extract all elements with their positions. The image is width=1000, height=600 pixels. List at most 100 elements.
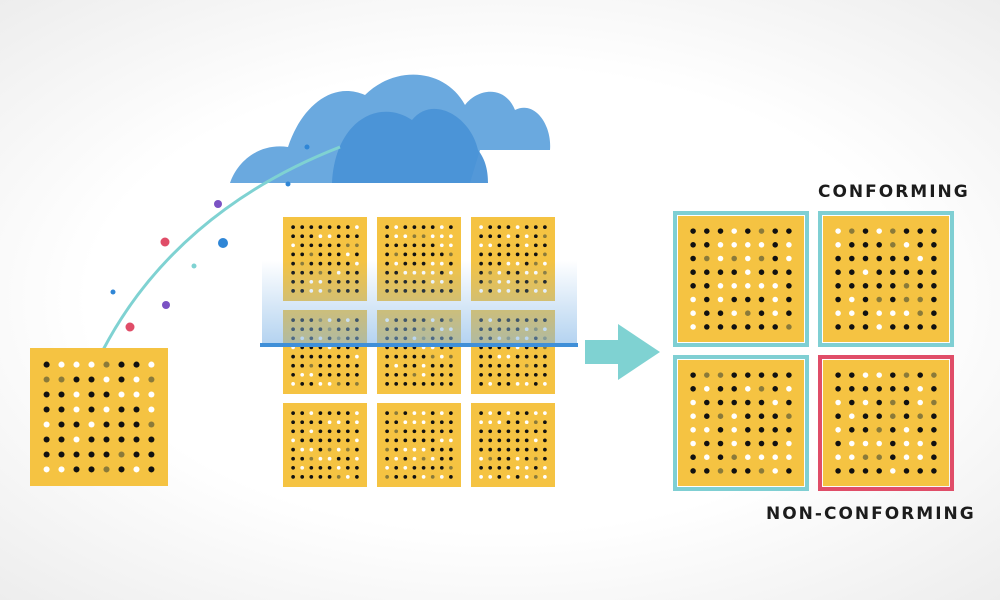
matrix-dot [876,399,882,406]
matrix-dot [355,438,359,443]
matrix-dot [430,363,435,368]
matrix-dot [300,475,305,479]
matrix-dot [449,363,453,368]
matrix-dot [497,420,502,425]
matrix-dot [758,413,765,419]
matrix-dot [862,454,869,460]
matrix-dot [403,225,408,229]
matrix-dot [336,372,341,377]
matrix-dot [849,440,855,447]
matrix-dot [849,269,855,275]
matrix-dot [903,413,910,419]
matrix-dot [917,468,923,474]
matrix-dot [717,296,724,303]
matrix-dot [835,427,841,433]
matrix-dot [345,252,350,257]
matrix-dot [731,468,737,474]
matrix-dot [412,234,417,239]
matrix-dot [515,420,520,425]
matrix-dot [497,354,502,359]
matrix-dot [917,296,923,303]
matrix-dot [327,363,332,368]
matrix-dot [524,243,529,248]
matrix-dot [479,456,483,461]
matrix-dot [403,456,408,461]
matrix-dot [731,269,737,275]
matrix-dot [717,454,724,460]
matrix-dot [488,447,493,452]
conforming-tile-1 [673,211,809,347]
matrix-dot [690,269,696,275]
matrix-dot [421,225,426,229]
matrix-dot [488,234,493,239]
matrix-dot [103,391,110,398]
matrix-dot [903,372,910,378]
matrix-dot [533,382,538,386]
matrix-dot [148,436,155,443]
matrix-dot [355,382,359,386]
matrix-dot [543,475,547,479]
matrix-dot [758,468,765,474]
matrix-dot [890,413,896,419]
matrix-dot [533,234,538,239]
matrix-dot [835,440,841,447]
cloud-front-lobe [332,108,488,183]
matrix-dot [488,252,493,257]
matrix-dot [385,234,389,239]
matrix-dot [890,468,896,474]
matrix-dot [439,456,444,461]
matrix-dot [745,468,751,474]
scanner [260,260,578,347]
matrix-dot [73,436,80,443]
matrix-dot [403,363,408,368]
grid-tile-9 [471,403,555,487]
matrix-dot [704,386,710,392]
matrix-dot [488,354,493,359]
matrix-dot [849,399,855,406]
matrix-dot [903,454,910,460]
matrix-dot [890,242,896,248]
matrix-dot [533,411,538,415]
matrix-dot [403,475,408,479]
matrix-dot [917,269,923,275]
matrix-dot [745,427,751,433]
matrix-dot [690,399,696,406]
matrix-dot [758,228,765,234]
matrix-dot [717,399,724,406]
matrix-dot [533,225,538,229]
data-particle [125,322,135,332]
matrix-dot [890,440,896,447]
matrix-dot [439,447,444,452]
matrix-dot [506,243,511,248]
matrix-dot [931,399,937,406]
matrix-dot [543,411,547,415]
matrix-dot [300,411,305,415]
matrix-dot [88,451,95,458]
matrix-dot [772,399,778,406]
matrix-dot [430,234,435,239]
matrix-dot [506,411,511,415]
matrix-dot [355,429,359,434]
tile-border [818,211,954,347]
matrix-dot [772,242,778,248]
matrix-dot [890,310,896,316]
matrix-dot [355,456,359,461]
matrix-dot [515,438,520,443]
matrix-dot [876,427,882,433]
matrix-dot [876,242,882,248]
matrix-dot [327,411,332,415]
matrix-dot [103,466,110,473]
conforming-tile-3 [673,355,809,491]
matrix-dot [403,438,408,443]
matrix-dot [309,465,314,470]
matrix-dot [479,363,483,368]
matrix-dot [497,372,502,377]
data-particle [214,200,222,208]
matrix-dot [327,372,332,377]
matrix-dot [690,468,696,474]
matrix-dot [421,447,426,452]
matrix-dot [412,363,417,368]
matrix-dot [524,420,529,425]
matrix-dot [717,413,724,419]
matrix-dot [421,234,426,239]
